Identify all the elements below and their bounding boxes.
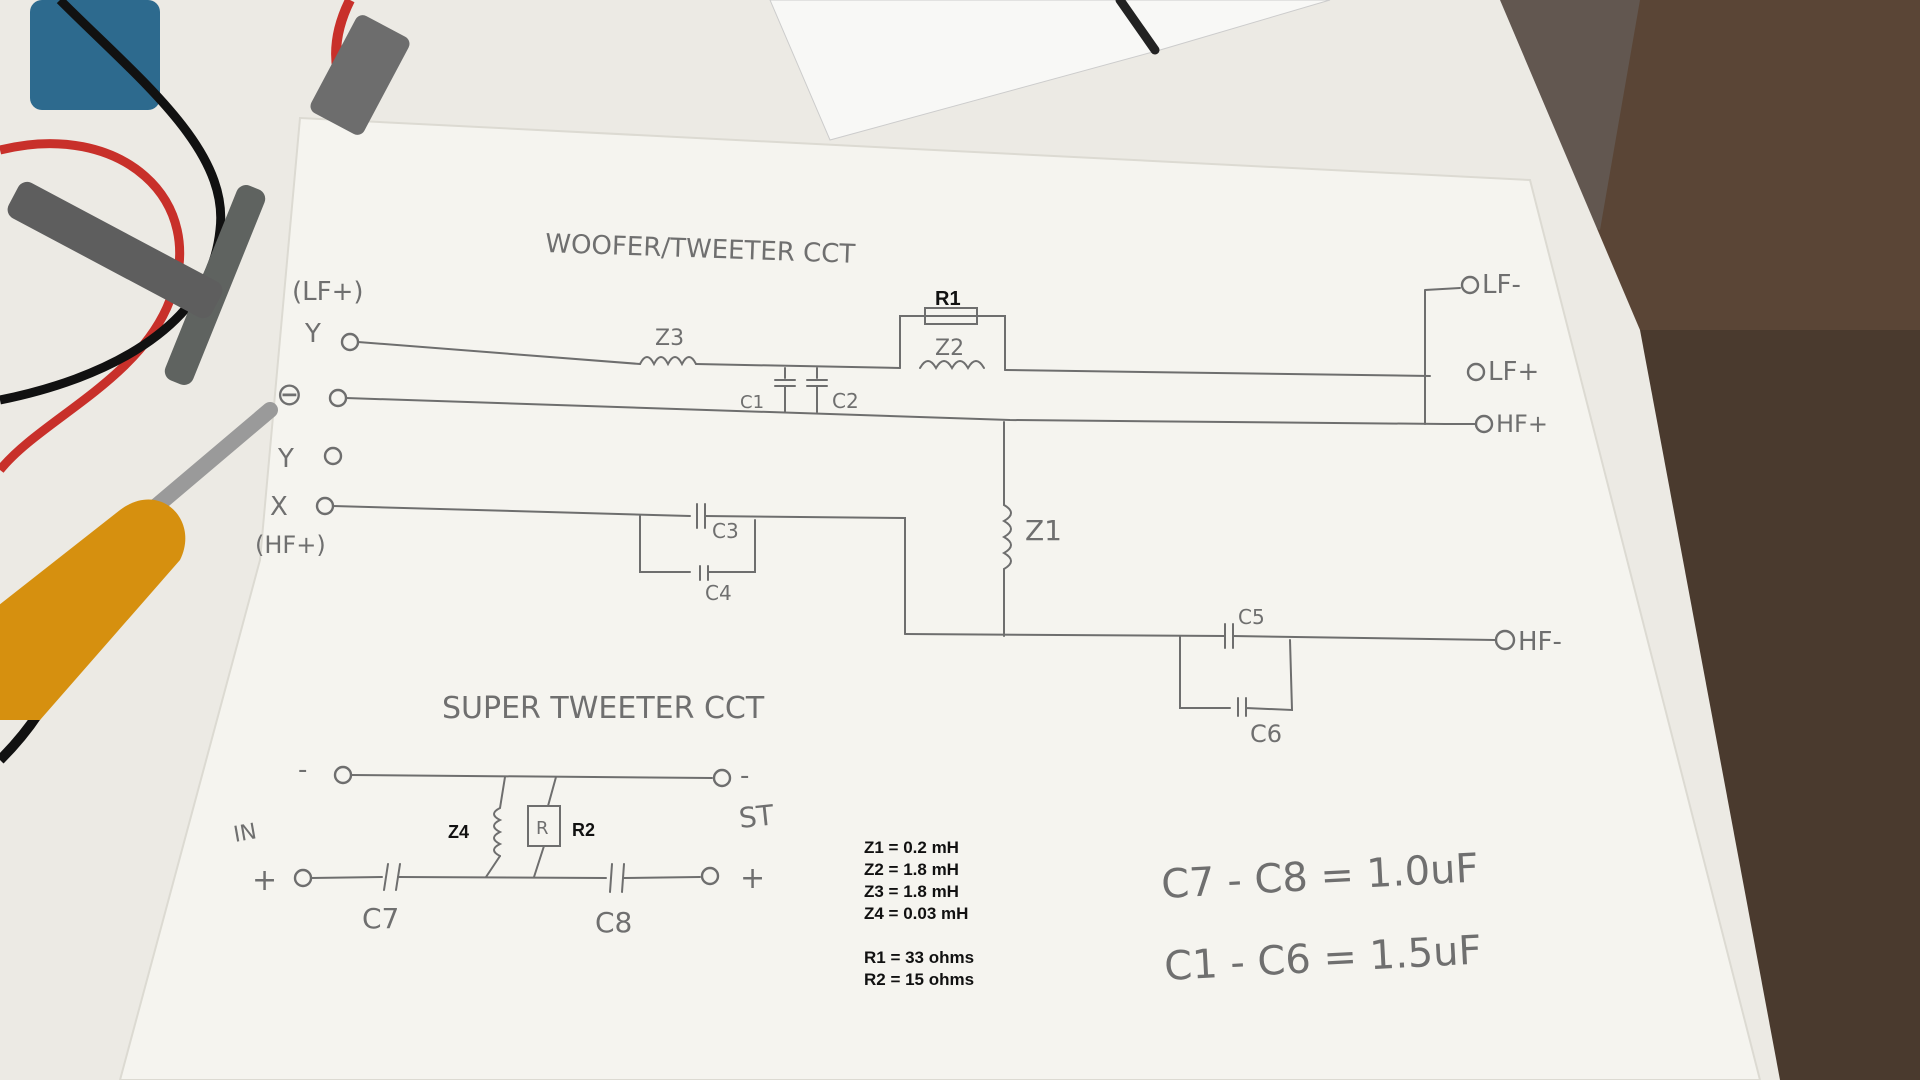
label-r1: R1 <box>935 288 961 310</box>
wire <box>332 505 691 517</box>
value-z4: Z4 = 0.03 mH <box>864 904 968 923</box>
label-r-box: R <box>536 818 549 839</box>
wire <box>310 876 383 879</box>
label-minus-out: - <box>740 761 749 791</box>
wire <box>904 633 1226 637</box>
wire <box>485 855 501 878</box>
terminal-label-y2: Y <box>277 444 294 474</box>
terminal-label-lf-minus: LF- <box>1482 270 1521 300</box>
wire <box>533 845 545 878</box>
terminal-label-hf-minus: HF- <box>1518 627 1562 657</box>
value-z2: Z2 = 1.8 mH <box>864 860 959 879</box>
terminal-label-lf-plus-out: LF+ <box>1488 357 1539 387</box>
wire <box>1232 635 1496 641</box>
pen-icon <box>1115 0 1160 55</box>
label-c7: C7 <box>362 902 399 935</box>
wire <box>623 876 701 879</box>
wire <box>345 397 1446 425</box>
label-z1: Z1 <box>1025 514 1062 547</box>
super-tweeter-title: SUPER TWEETER CCT <box>442 691 765 726</box>
black-probe-cable <box>0 0 226 405</box>
value-r2: R2 = 15 ohms <box>864 970 974 989</box>
terminal-label-lf-plus: (LF+) <box>292 277 364 307</box>
label-in: IN <box>232 819 259 848</box>
wire <box>704 515 906 635</box>
terminal-circle <box>712 768 732 788</box>
terminal-circle <box>323 446 343 466</box>
terminal-circle <box>1466 362 1486 382</box>
grey-probe-handle <box>7 181 223 319</box>
label-c3: C3 <box>712 519 739 543</box>
label-z4: Z4 <box>448 822 469 842</box>
label-c4: C4 <box>705 581 732 605</box>
woofer-tweeter-circuit: WOOFER/TWEETER CCT (LF+) Y ⊖ Y X (HF+) Z… <box>255 229 1562 748</box>
wire <box>695 363 901 369</box>
label-minus-in: - <box>298 755 307 785</box>
label-r2: R2 <box>572 820 595 840</box>
label-z2: Z2 <box>935 336 964 361</box>
terminal-circle <box>700 866 720 886</box>
screwdriver-shaft <box>132 402 278 528</box>
label-c5: C5 <box>1238 605 1265 629</box>
label-plus-in: + <box>252 863 277 898</box>
wire <box>397 876 607 879</box>
capacitor-c4 <box>639 515 756 581</box>
terminal-circle <box>1494 629 1516 651</box>
label-c2: C2 <box>832 389 859 413</box>
notepad <box>769 0 1331 141</box>
value-z1: Z1 = 0.2 mH <box>864 838 959 857</box>
label-st: ST <box>737 798 776 835</box>
wire <box>499 776 506 809</box>
wire <box>547 776 557 807</box>
wire <box>1004 369 1431 377</box>
probe-tip-icon <box>310 15 410 135</box>
label-z3: Z3 <box>655 326 684 351</box>
inductor-z1 <box>1001 504 1012 570</box>
terminal-circle <box>1460 275 1480 295</box>
resistor-r1 <box>924 307 978 325</box>
capacitor-c2 <box>806 367 828 413</box>
super-tweeter-circuit: SUPER TWEETER CCT - - IN ST + C7 C8 + Z4… <box>232 691 777 939</box>
terminal-label-minus: ⊖ <box>276 375 303 413</box>
terminal-label-y1: Y <box>304 319 321 349</box>
wire <box>350 774 713 779</box>
component-values-list: Z1 = 0.2 mH Z2 = 1.8 mH Z3 = 1.8 mH Z4 =… <box>864 838 974 989</box>
label-c6: C6 <box>1250 720 1282 748</box>
terminal-label-x: X <box>270 492 288 522</box>
capacitor-c6 <box>1179 635 1294 717</box>
wire <box>899 315 1006 371</box>
wire <box>357 341 641 365</box>
wire <box>1424 287 1461 425</box>
label-plus-out: + <box>740 861 765 896</box>
label-c8: C8 <box>595 906 632 939</box>
capacitor-c1 <box>774 367 796 413</box>
inductor-z2 <box>919 360 985 371</box>
multimeter-icon <box>30 0 160 110</box>
schematic-paper <box>118 116 1762 1080</box>
inductor-z4 <box>493 807 503 857</box>
terminal-label-hf-plus-out: HF+ <box>1496 410 1548 438</box>
terminal-circle <box>1474 414 1494 434</box>
value-z3: Z3 = 1.8 mH <box>864 882 959 901</box>
terminal-label-hf-plus: (HF+) <box>255 531 326 559</box>
inductor-z3 <box>639 356 697 367</box>
value-r1: R1 = 33 ohms <box>864 948 974 967</box>
screwdriver-icon <box>0 499 186 720</box>
label-c1: C1 <box>740 392 764 413</box>
